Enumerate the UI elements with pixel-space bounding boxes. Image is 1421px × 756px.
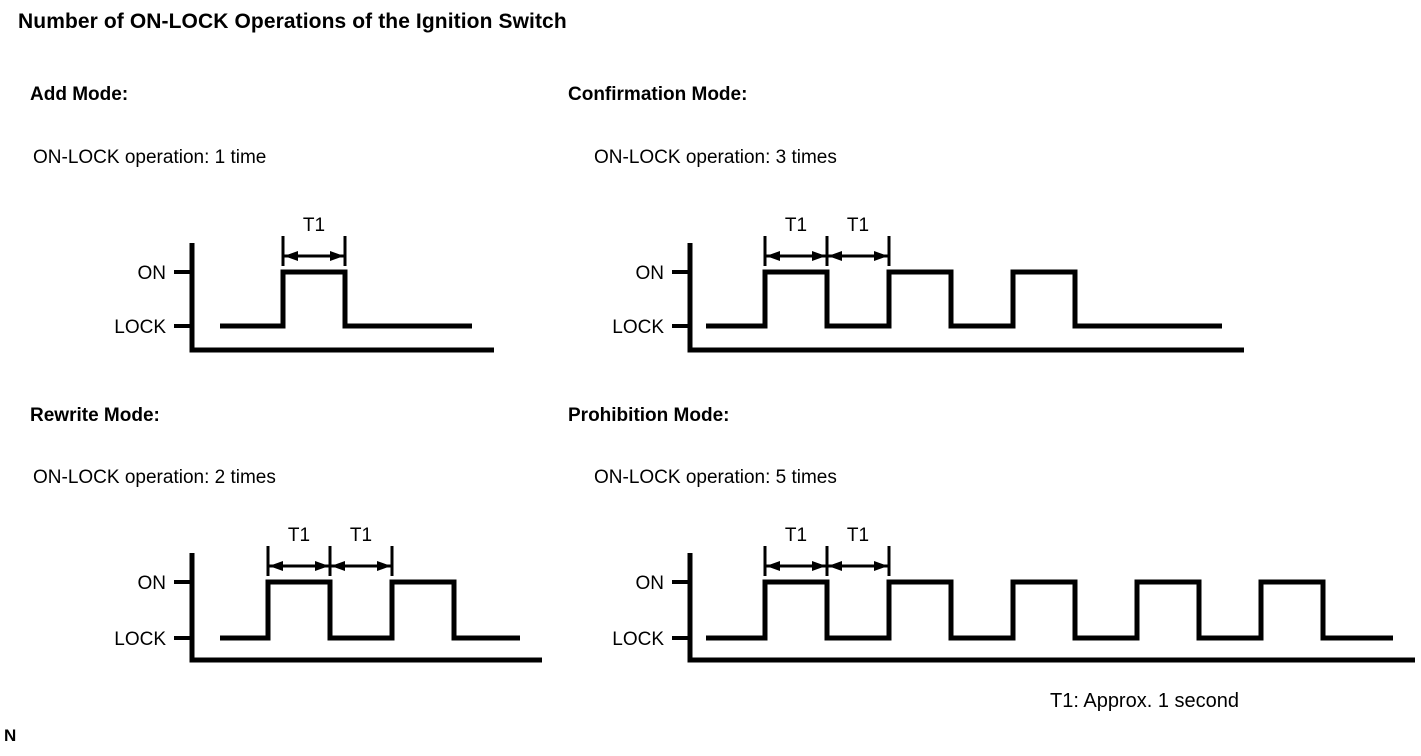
level-label-lock-rewrite-mode: LOCK xyxy=(114,629,166,650)
waveform-add-mode xyxy=(220,269,472,329)
waveform-prohibition-mode xyxy=(706,579,1393,641)
t1-dimension-add-mode-1: T1 xyxy=(281,215,347,266)
t1-dimension-prohibition-mode-1: T1 xyxy=(763,525,829,576)
axis-add-mode xyxy=(189,243,494,353)
mode-subtitle-rewrite-mode: ON-LOCK operation: 2 times xyxy=(33,467,276,488)
level-label-lock-add-mode: LOCK xyxy=(114,317,166,338)
mode-heading-rewrite-mode: Rewrite Mode: xyxy=(30,405,160,426)
t1-arrowhead-left xyxy=(828,251,842,261)
level-label-on-prohibition-mode: ON xyxy=(636,573,665,594)
t1-label-confirmation-mode-2: T1 xyxy=(847,215,869,236)
mode-heading-confirmation-mode: Confirmation Mode: xyxy=(568,84,748,105)
level-label-lock-prohibition-mode: LOCK xyxy=(612,629,664,650)
t1-arrowhead-right xyxy=(874,561,888,571)
t1-label-prohibition-mode-2: T1 xyxy=(847,525,869,546)
t1-label-rewrite-mode-2: T1 xyxy=(350,525,372,546)
page-title: Number of ON-LOCK Operations of the Igni… xyxy=(18,10,567,33)
t1-arrowhead-right xyxy=(315,561,329,571)
waveform-svg-rewrite-mode: ON LOCK T1 T1 xyxy=(114,525,542,663)
t1-note: T1: Approx. 1 second xyxy=(1050,690,1240,712)
axis-prohibition-mode xyxy=(687,553,1415,663)
t1-label-add-mode-1: T1 xyxy=(303,215,325,236)
t1-arrowhead-right xyxy=(377,561,391,571)
t1-dimension-prohibition-mode-2: T1 xyxy=(825,525,891,576)
t1-arrowhead-left xyxy=(828,561,842,571)
mode-heading-add-mode: Add Mode: xyxy=(30,84,129,105)
waveform-svg-prohibition-mode: ON LOCK T1 T1 xyxy=(612,525,1415,663)
level-label-lock-confirmation-mode: LOCK xyxy=(612,317,664,338)
waveform-chart-add-mode: ON LOCK T1 xyxy=(114,215,494,360)
mode-subtitle-prohibition-mode: ON-LOCK operation: 5 times xyxy=(594,467,837,488)
waveform-rewrite-mode xyxy=(220,579,520,641)
t1-label-rewrite-mode-1: T1 xyxy=(288,525,310,546)
t1-arrowhead-right xyxy=(874,251,888,261)
t1-label-confirmation-mode-1: T1 xyxy=(785,215,807,236)
t1-arrowhead-right xyxy=(330,251,344,261)
waveform-chart-prohibition-mode: ON LOCK T1 T1 xyxy=(612,525,1415,670)
level-label-on-confirmation-mode: ON xyxy=(636,263,665,284)
t1-dimension-rewrite-mode-1: T1 xyxy=(266,525,332,576)
level-label-on-add-mode: ON xyxy=(138,263,167,284)
t1-dimension-confirmation-mode-1: T1 xyxy=(763,215,829,266)
t1-dimension-rewrite-mode-2: T1 xyxy=(328,525,394,576)
t1-arrowhead-left xyxy=(766,251,780,261)
mode-heading-prohibition-mode: Prohibition Mode: xyxy=(568,405,730,426)
waveform-chart-rewrite-mode: ON LOCK T1 T1 xyxy=(114,525,542,670)
waveform-confirmation-mode xyxy=(706,269,1222,329)
page-marker: N xyxy=(4,726,17,745)
waveform-chart-confirmation-mode: ON LOCK T1 T1 xyxy=(612,215,1244,360)
axis-confirmation-mode xyxy=(687,243,1244,353)
t1-label-prohibition-mode-1: T1 xyxy=(785,525,807,546)
level-label-on-rewrite-mode: ON xyxy=(138,573,167,594)
mode-subtitle-confirmation-mode: ON-LOCK operation: 3 times xyxy=(594,147,837,168)
t1-arrowhead-left xyxy=(766,561,780,571)
mode-subtitle-add-mode: ON-LOCK operation: 1 time xyxy=(33,147,267,168)
t1-arrowhead-right xyxy=(812,251,826,261)
waveform-svg-add-mode: ON LOCK T1 xyxy=(114,215,494,353)
t1-dimension-confirmation-mode-2: T1 xyxy=(825,215,891,266)
t1-arrowhead-left xyxy=(331,561,345,571)
t1-arrowhead-right xyxy=(812,561,826,571)
t1-arrowhead-left xyxy=(284,251,298,261)
t1-arrowhead-left xyxy=(269,561,283,571)
waveform-svg-confirmation-mode: ON LOCK T1 T1 xyxy=(612,215,1244,353)
axis-rewrite-mode xyxy=(189,553,542,663)
